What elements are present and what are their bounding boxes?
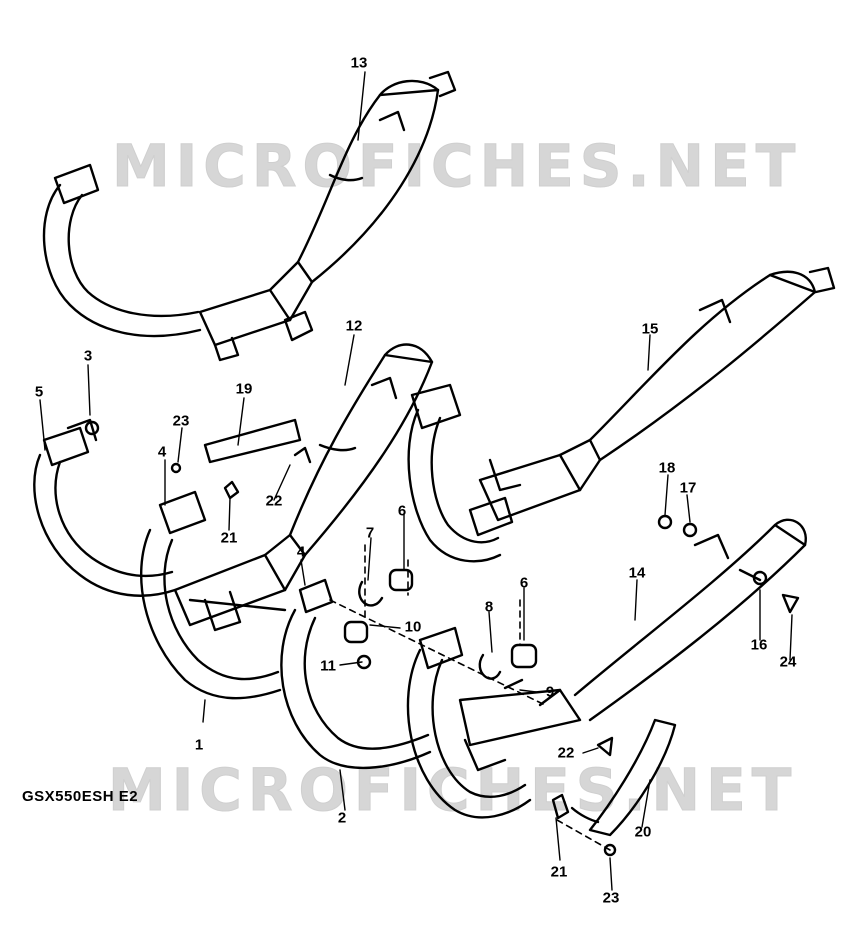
- watermark-top: MICROFICHES.NET: [111, 132, 802, 201]
- exhaust-pipe-2: [280, 578, 432, 770]
- callout-1: 1: [194, 736, 204, 754]
- callout-22b: 22: [557, 744, 575, 762]
- muffler-14-assembly: [406, 518, 807, 837]
- callout-6a: 6: [397, 502, 407, 520]
- callout-7: 7: [365, 524, 375, 542]
- callout-20: 20: [634, 823, 652, 841]
- callout-18: 18: [658, 459, 676, 477]
- callout-22a: 22: [265, 492, 283, 510]
- callout-15: 15: [641, 320, 659, 338]
- callout-6b: 6: [519, 574, 529, 592]
- callout-10: 10: [404, 618, 422, 636]
- dashed-assembly-lines: [329, 544, 611, 851]
- callout-23a: 23: [172, 412, 190, 430]
- leader-lines: [39, 71, 793, 891]
- callout-8: 8: [484, 598, 494, 616]
- callout-3: 3: [83, 347, 93, 365]
- callout-23b: 23: [602, 889, 620, 907]
- callout-21b: 21: [550, 863, 568, 881]
- callout-19: 19: [235, 380, 253, 398]
- callout-24: 24: [779, 653, 797, 671]
- callout-14: 14: [628, 564, 646, 582]
- muffler-13-assembly: [42, 70, 457, 362]
- muffler-12-assembly: [33, 343, 434, 700]
- callout-21a: 21: [220, 529, 238, 547]
- callout-9: 9: [545, 683, 555, 701]
- callout-17: 17: [679, 479, 697, 497]
- callout-2: 2: [337, 809, 347, 827]
- callout-5: 5: [34, 383, 44, 401]
- callout-11: 11: [320, 657, 336, 675]
- callout-4b: 4: [296, 543, 306, 561]
- muffler-15-assembly: [407, 266, 836, 563]
- callout-12: 12: [345, 317, 363, 335]
- watermark-bottom: MICROFICHES.NET: [107, 756, 798, 825]
- callout-13: 13: [350, 54, 368, 72]
- model-code-label: GSX550ESH E2: [22, 788, 139, 805]
- callout-4a: 4: [157, 443, 167, 461]
- callout-16: 16: [750, 636, 768, 654]
